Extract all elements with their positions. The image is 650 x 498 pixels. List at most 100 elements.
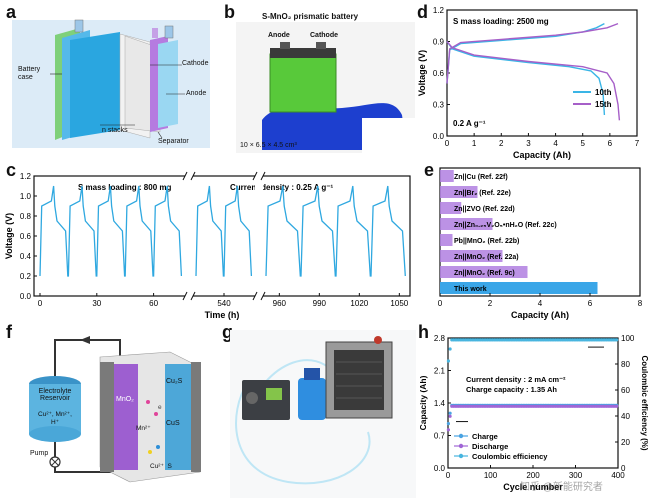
y-tick-label: 0.3 (433, 101, 445, 110)
legend-label: Discharge (472, 442, 508, 451)
axis-break-mark (190, 291, 196, 301)
bar-label: Zn||ZVO (Ref. 22d) (454, 206, 515, 213)
panel-label-c: c (6, 160, 17, 180)
x-tick-label: 990 (313, 299, 327, 308)
bar-label: Zn||Zn₀.₂₅V₂O₅•nH₂O (Ref. 22c) (454, 222, 557, 229)
legend-label: 15th (595, 100, 612, 109)
x-tick-label: 400 (611, 471, 625, 480)
y-tick-label: 2.1 (434, 367, 446, 376)
voltage-trace (195, 185, 253, 277)
mass-annotation: S mass loading : 800 mg (78, 183, 171, 192)
battery-photo (236, 22, 415, 153)
panel-a: a Battery case Cathode Anode n stacks Se… (0, 0, 222, 153)
bar (440, 202, 462, 214)
x-tick-label: 7 (635, 139, 640, 148)
flow-schematic (29, 336, 201, 483)
x-tick-label: 0 (38, 299, 43, 308)
panel-label-b: b (224, 2, 235, 22)
x-tick-label: 3 (526, 139, 531, 148)
annotation-line: Current density : 2 mA cm⁻² (466, 375, 566, 384)
voltage-trace (39, 185, 183, 277)
cu-s-label: Cu²⁺ S (150, 463, 172, 470)
bar (440, 218, 493, 230)
axis-break-mark (252, 171, 258, 181)
axis-break-mark (182, 171, 188, 181)
y-tick-label: 1.4 (434, 399, 446, 408)
bar-label: Zn||MnO₂ (Ref. 9c) (454, 270, 515, 277)
y-tick-label: 0.0 (434, 464, 446, 473)
y-tick-label: 0.2 (20, 272, 32, 281)
panel-label-g: g (222, 322, 233, 342)
panel-g: g (218, 322, 416, 498)
reservoir-label: Electrolyte Reservoir (38, 388, 72, 402)
y2-tick-label: 60 (621, 386, 630, 395)
panel-label-a: a (6, 2, 17, 22)
axis-break-mark (260, 171, 266, 181)
bar-label: Pb||MnO₂ (Ref. 22b) (454, 238, 519, 245)
rate-annotation: 0.2 A g⁻¹ (453, 119, 486, 128)
x-tick-label: 540 (217, 299, 231, 308)
photo-cathode: Cathode (310, 32, 338, 39)
x-tick-label: 2 (499, 139, 504, 148)
y-tick-label: 1.0 (20, 192, 32, 201)
data-point (446, 428, 450, 432)
y2-tick-label: 20 (621, 438, 630, 447)
photo-dims: 10 × 6.5 × 4.5 cm³ (240, 142, 297, 149)
photo-title: S-MnO₂ prismatic battery (262, 12, 359, 21)
axis-break-mark (190, 171, 196, 181)
x-tick-label: 960 (273, 299, 287, 308)
y-axis-label: Voltage (V) (417, 50, 427, 96)
legend-marker (458, 433, 464, 439)
y-tick-label: 2.8 (434, 334, 446, 343)
chart-title: S mass loading: 2500 mg (453, 17, 549, 26)
bar (440, 250, 503, 262)
label-battery-case: Battery case (18, 66, 41, 81)
legend-marker (458, 443, 464, 449)
x-tick-label: 5 (580, 139, 585, 148)
bar (440, 282, 598, 294)
data-point (615, 404, 619, 408)
bar-label: This work (454, 286, 487, 293)
x-tick-label: 60 (149, 299, 158, 308)
series-line-discharge (446, 41, 621, 121)
y-tick-label: 1.2 (20, 172, 32, 181)
x-tick-label: 1020 (350, 299, 368, 308)
panel-f: f Electrolyte Reservoir Cu²⁺, Mn²⁺, H⁺ P… (0, 322, 218, 498)
x-tick-label: 2 (488, 299, 493, 308)
mn-ion-label: Mn²⁺ (136, 425, 151, 432)
panel-label-f: f (6, 322, 12, 342)
axis-break-mark (252, 291, 258, 301)
axis-break-mark (260, 291, 266, 301)
y-axis-label: Voltage (V) (4, 213, 14, 259)
series-line-discharge (446, 41, 606, 116)
reservoir-ions: Cu²⁺, Mn²⁺, H⁺ (38, 411, 72, 426)
data-point (448, 414, 452, 418)
y-tick-label: 0.9 (433, 38, 445, 47)
axis-break-gap (255, 175, 263, 297)
panel-label-e: e (424, 160, 435, 180)
current-annotation: Current density : 0.25 A g⁻¹ (230, 183, 334, 192)
x-tick-label: 0 (445, 139, 450, 148)
y-tick-label: 0.8 (20, 212, 32, 221)
x-axis-label: Capacity (Ah) (511, 310, 569, 320)
x-tick-label: 6 (588, 299, 593, 308)
x-tick-label: 300 (569, 471, 583, 480)
axes-frame (446, 9, 638, 137)
y-tick-label: 1.2 (433, 6, 445, 15)
panel-label-d: d (417, 2, 428, 22)
y2-tick-label: 40 (621, 412, 630, 421)
battery-schematic (12, 19, 210, 148)
legend-marker (458, 453, 464, 459)
data-point (448, 347, 452, 351)
pump-label: Pump (30, 450, 49, 457)
y-tick-label: 0.4 (20, 252, 32, 261)
mno2-label: MnO₂ (116, 396, 134, 403)
panel-label-h: h (418, 322, 429, 342)
y2-axis-label: Coulombic efficiency (%) (640, 355, 649, 450)
x-axis-label: Capacity (Ah) (513, 150, 571, 160)
